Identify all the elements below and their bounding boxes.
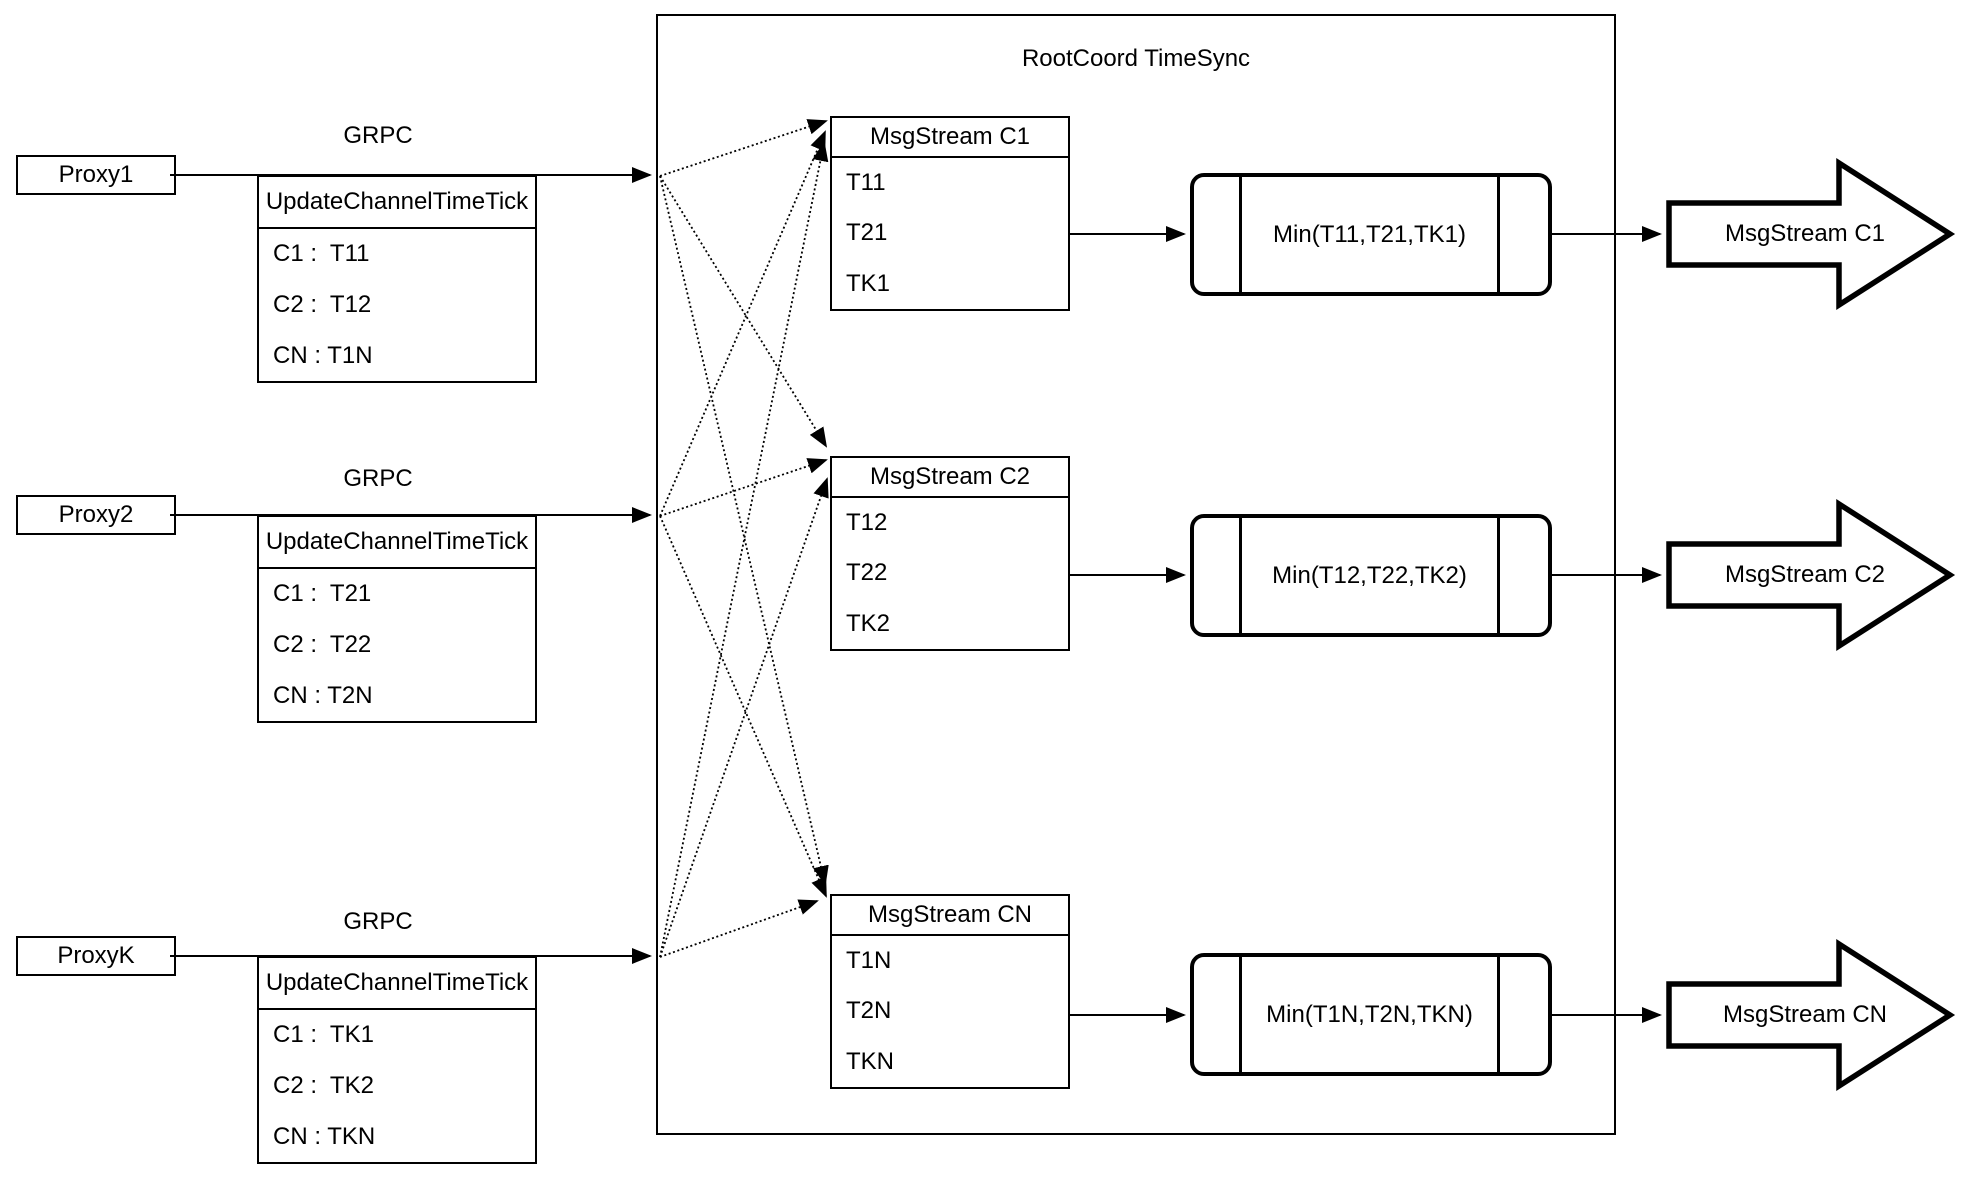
grpc-label-3: GRPC: [343, 908, 413, 935]
min-box-right-cap: [1497, 177, 1548, 292]
table-row: T12: [846, 509, 888, 537]
proxy2-box: Proxy2: [16, 495, 176, 535]
table-row: T22: [846, 559, 888, 587]
table-row: T2N: [846, 997, 892, 1025]
table-header: MsgStream C1: [832, 118, 1068, 158]
table-header: UpdateChannelTimeTick: [259, 517, 535, 569]
table-row: TK2: [846, 609, 891, 637]
output-stream-label-c2: MsgStream C2: [1724, 561, 1886, 588]
table-row: T11: [846, 169, 886, 197]
msgstream-table-c2: MsgStream C2 T12 T22 TK2: [830, 456, 1070, 651]
min-box-right-cap: [1497, 957, 1548, 1072]
update-channel-timetick-table-3: UpdateChannelTimeTick C1 : TK1 C2 : TK2 …: [257, 956, 537, 1164]
min-box-c2: Min(T12,T22,TK2): [1190, 514, 1552, 637]
table-row: CN : T1N: [273, 341, 373, 369]
table-row: CN : TKN: [273, 1122, 376, 1150]
min-box-right-cap: [1497, 518, 1548, 633]
table-row: C1 : TK1: [273, 1021, 374, 1049]
table-row: C2 : T12: [273, 291, 372, 318]
table-row: TK1: [846, 269, 891, 297]
proxyk-label: ProxyK: [57, 942, 135, 969]
update-channel-timetick-table-2: UpdateChannelTimeTick C1 : T21 C2 : T22 …: [257, 515, 537, 723]
table-row: CN : T2N: [273, 681, 373, 709]
update-channel-timetick-table-1: UpdateChannelTimeTick C1 : T11 C2 : T12 …: [257, 175, 537, 383]
min-box-left-cap: [1194, 177, 1242, 292]
rootcoord-title: RootCoord TimeSync: [1021, 45, 1251, 72]
table-row: T21: [846, 219, 888, 247]
proxy1-box: Proxy1: [16, 155, 176, 195]
output-stream-label-c1: MsgStream C1: [1724, 220, 1886, 247]
table-row: T1N: [846, 947, 892, 975]
proxyk-box: ProxyK: [16, 936, 176, 976]
min-label-c1: Min(T11,T21,TK1): [1273, 220, 1466, 248]
output-stream-label-cn: MsgStream CN: [1722, 1001, 1888, 1028]
min-label-c2: Min(T12,T22,TK2): [1272, 561, 1467, 589]
min-box-left-cap: [1194, 957, 1242, 1072]
proxy2-label: Proxy2: [58, 501, 134, 528]
grpc-label-2: GRPC: [343, 465, 413, 492]
output-block-arrows: [1666, 157, 1956, 1092]
min-box-c1: Min(T11,T21,TK1): [1190, 173, 1552, 296]
table-row: C1 : T21: [273, 580, 372, 608]
table-header: UpdateChannelTimeTick: [259, 177, 535, 229]
table-row: C2 : TK2: [273, 1072, 374, 1099]
table-header: UpdateChannelTimeTick: [259, 958, 535, 1010]
min-label-cn: Min(T1N,T2N,TKN): [1266, 1000, 1473, 1028]
table-row: TKN: [846, 1047, 894, 1075]
grpc-label-1: GRPC: [343, 122, 413, 149]
msgstream-table-cn: MsgStream CN T1N T2N TKN: [830, 894, 1070, 1089]
table-header: MsgStream C2: [832, 458, 1068, 498]
table-row: C2 : T22: [273, 631, 372, 658]
table-row: C1 : T11: [273, 240, 370, 268]
proxy1-label: Proxy1: [58, 161, 134, 188]
min-box-cn: Min(T1N,T2N,TKN): [1190, 953, 1552, 1076]
msgstream-table-c1: MsgStream C1 T11 T21 TK1: [830, 116, 1070, 311]
min-box-left-cap: [1194, 518, 1242, 633]
table-header: MsgStream CN: [832, 896, 1068, 936]
